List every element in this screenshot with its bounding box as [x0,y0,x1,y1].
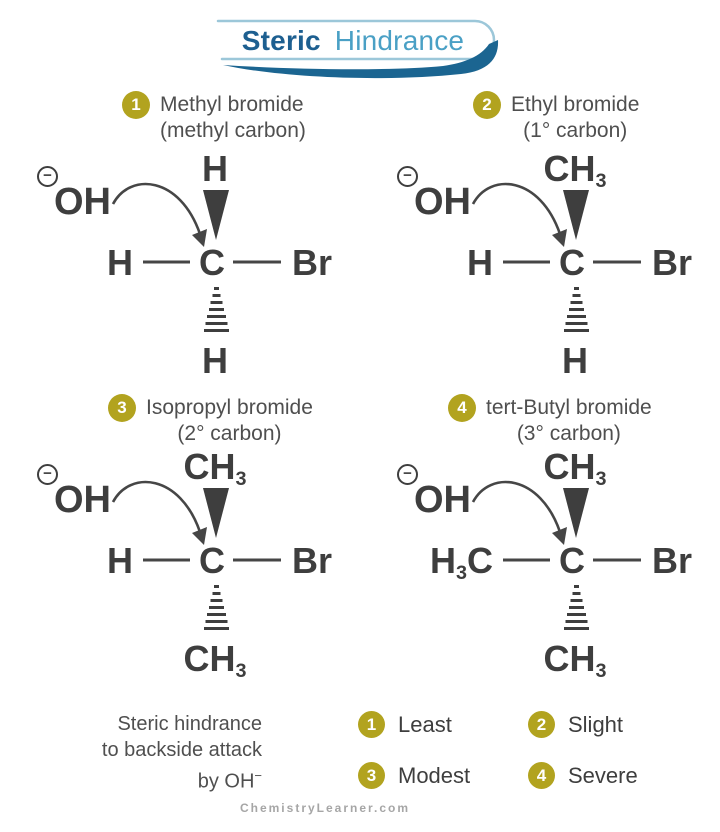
panel-title-text: tert-Butyl bromide (3° carbon) [486,394,652,447]
atom-bromine: Br [652,540,693,581]
legend-label: Severe [568,762,638,788]
panel-subtitle: (1° carbon) [523,119,628,142]
atom-bottom: CH3 [543,638,607,682]
atom-bromine: Br [652,242,693,283]
atom-top: CH3 [543,148,607,192]
wedge-bond-solid [563,190,589,240]
attack-arrow [111,480,202,533]
molecule-bonds-graphic [471,182,641,332]
atom-carbon: C [199,540,225,581]
number-badge-1: 1 [358,711,385,738]
panel-subtitle: (methyl carbon) [160,119,306,142]
atom-left: H [107,540,133,581]
caption-line-3: by OH− [197,768,262,793]
number-badge-4: 4 [528,762,555,789]
attack-arrow [471,480,562,533]
title-word-steric: Steric [241,25,321,56]
molecule-bonds-graphic [471,480,641,630]
number-badge-2: 2 [528,711,555,738]
wedge-bond-hashed [564,287,589,332]
hydroxide-label: OH [414,181,471,223]
attack-arrowhead [192,527,207,545]
number-badge-3: 3 [358,762,385,789]
hydroxide-label: OH [54,181,111,223]
atom-top: CH3 [543,446,607,490]
atom-bottom: H [562,340,588,381]
title-banner-graphic [216,19,499,79]
wedge-bond-hashed [564,585,589,630]
panel-name: Isopropyl bromide [146,396,313,419]
attack-arrow [111,182,202,235]
atom-bottom: H [202,340,228,381]
minus-sign: − [403,465,412,482]
panel-name: tert-Butyl bromide [486,396,652,419]
attack-arrowhead [552,229,567,247]
molecule-bonds-graphic [111,480,281,630]
number-badge-1: 1 [122,91,150,119]
molecule-panel-ethyl-bromide: − OH CH3 H C Br H [375,150,715,395]
legend-label: Modest [398,762,471,788]
molecule-panel-tert-butyl-bromide: − OH CH3 H3C C Br CH3 [375,448,715,693]
legend-item-least: 1 Least [358,711,452,738]
wedge-bond-solid [563,488,589,538]
atom-carbon: C [559,242,585,283]
negative-charge-icon: − [37,166,58,187]
negative-charge-icon: − [397,464,418,485]
panel-title-text: Ethyl bromide (1° carbon) [511,91,639,144]
atom-top: H [202,148,228,189]
caption-line-2: to backside attack [101,739,262,761]
attack-arrow [471,182,562,235]
molecule-panel-isopropyl-bromide: − OH CH3 H C Br CH3 [15,448,355,693]
number-badge-4: 4 [448,394,476,422]
minus-sign: − [43,167,52,184]
panel-name: Methyl bromide [160,93,304,116]
caption-line-1: Steric hindrance [117,713,262,735]
negative-charge-icon: − [397,166,418,187]
banner-swoosh [223,40,499,79]
molecule-panel-methyl-bromide: − OH H H C Br H [15,150,355,395]
panel-subtitle: (2° carbon) [177,422,282,445]
atom-top: CH3 [183,446,247,490]
hydroxide-label: OH [54,479,111,521]
wedge-bond-solid [203,488,229,538]
legend-item-slight: 2 Slight [528,711,623,738]
atom-left: H [467,242,493,283]
wedge-bond-hashed [204,585,229,630]
panel-title-text: Methyl bromide (methyl carbon) [160,91,306,144]
attack-arrowhead [192,229,207,247]
number-badge-2: 2 [473,91,501,119]
legend-item-severe: 4 Severe [528,762,638,789]
panel-title-methyl-bromide: 1 Methyl bromide (methyl carbon) [122,91,306,144]
panel-title-tert-butyl-bromide: 4 tert-Butyl bromide (3° carbon) [448,394,652,447]
source-watermark: ChemistryLearner.com [239,801,411,815]
panel-subtitle: (3° carbon) [516,422,621,445]
atom-carbon: C [199,242,225,283]
atom-left: H3C [429,540,493,584]
minus-sign: − [43,465,52,482]
legend-label: Least [398,711,452,737]
molecule-bonds-graphic [111,182,281,332]
page-title: Steric Hindrance [205,25,501,57]
steric-hindrance-caption: Steric hindrance to backside attack by O… [58,711,262,795]
atom-left: H [107,242,133,283]
wedge-bond-solid [203,190,229,240]
panel-title-text: Isopropyl bromide (2° carbon) [146,394,313,447]
minus-sign: − [403,167,412,184]
panel-title-isopropyl-bromide: 3 Isopropyl bromide (2° carbon) [108,394,313,447]
atom-carbon: C [559,540,585,581]
negative-charge-icon: − [37,464,58,485]
wedge-bond-hashed [204,287,229,332]
hydroxide-label: OH [414,479,471,521]
atom-bromine: Br [292,242,333,283]
panel-name: Ethyl bromide [511,93,640,116]
number-badge-3: 3 [108,394,136,422]
atom-bottom: CH3 [183,638,247,682]
legend-label: Slight [568,711,624,737]
atom-bromine: Br [292,540,333,581]
legend-item-modest: 3 Modest [358,762,470,789]
panel-title-ethyl-bromide: 2 Ethyl bromide (1° carbon) [473,91,639,144]
title-word-hindrance: Hindrance [334,25,465,56]
attack-arrowhead [552,527,567,545]
